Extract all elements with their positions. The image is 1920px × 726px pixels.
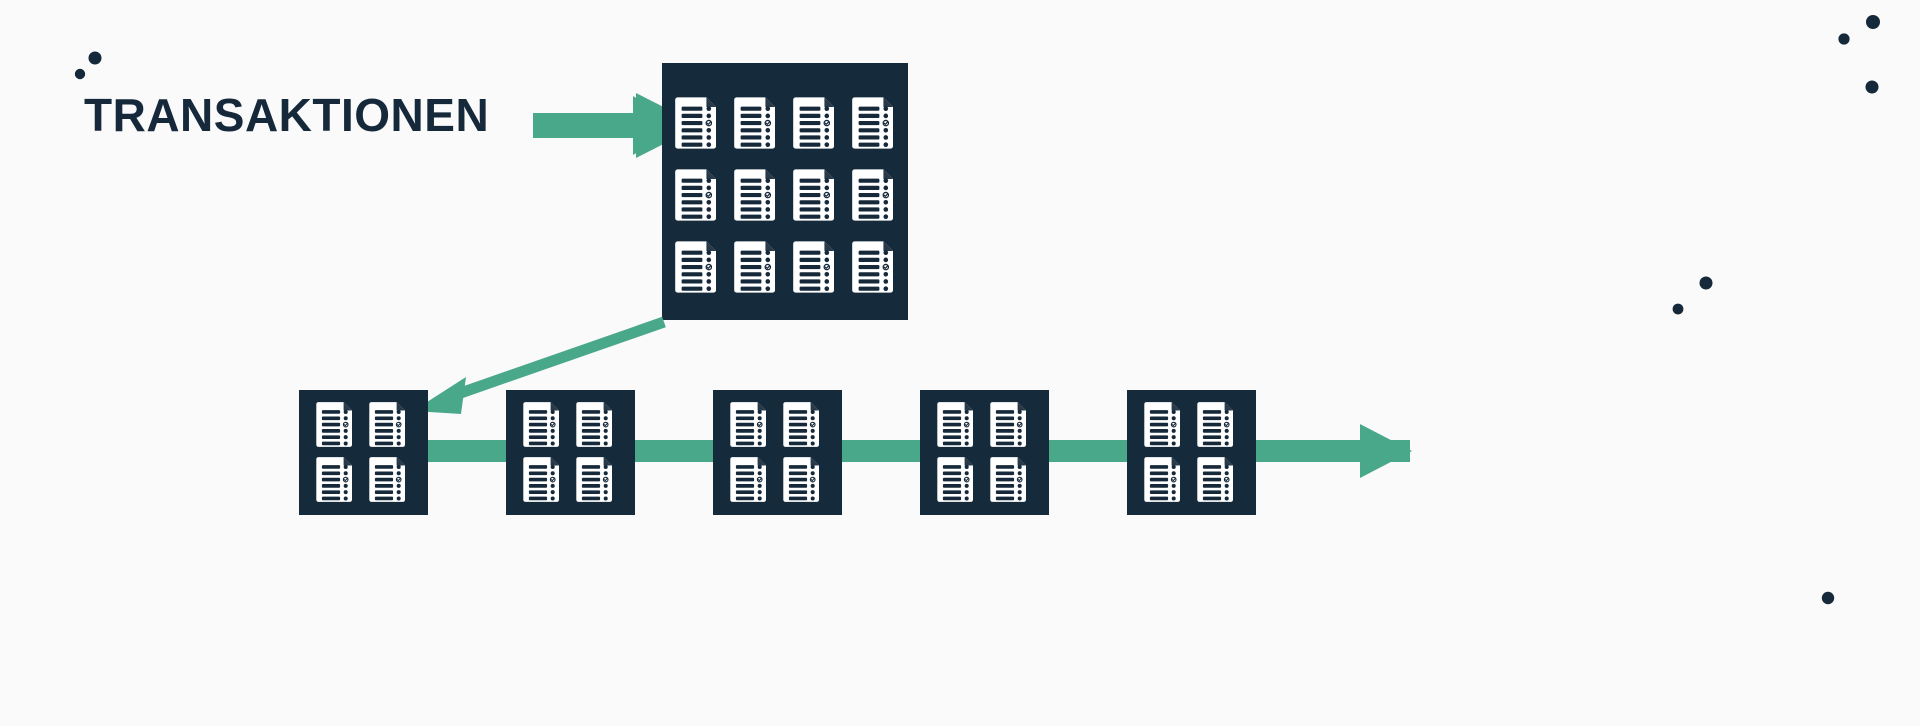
page-title: TRANSAKTIONEN bbox=[84, 89, 490, 141]
chain-block bbox=[506, 390, 635, 515]
chain-block bbox=[713, 390, 842, 515]
decorative-dots bbox=[74, 15, 1880, 605]
arrow-into-pool-overlay bbox=[533, 96, 681, 155]
chain-blocks bbox=[299, 390, 1256, 515]
transaction-pool bbox=[662, 63, 908, 320]
chain-block bbox=[1127, 390, 1256, 515]
chain-block bbox=[299, 390, 428, 515]
chain-block bbox=[920, 390, 1049, 515]
